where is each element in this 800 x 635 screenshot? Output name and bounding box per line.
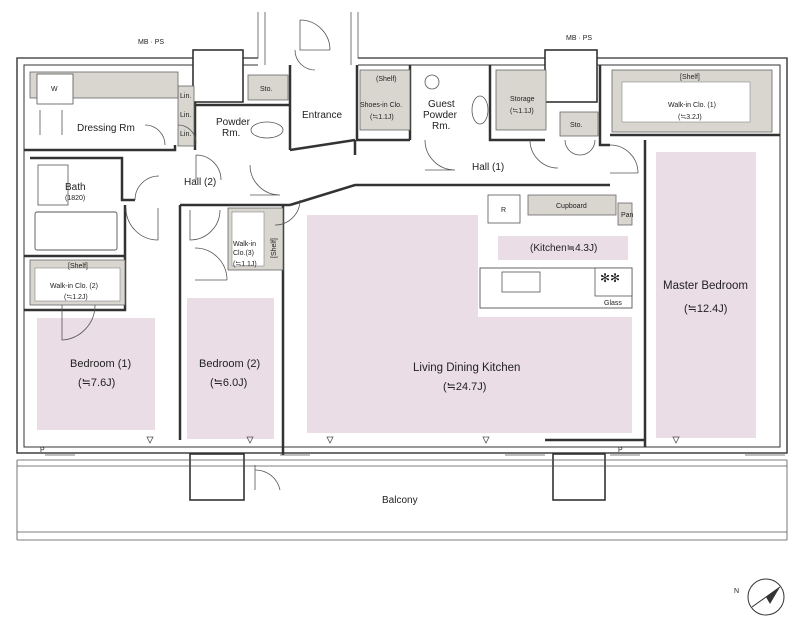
mbps-left-label: MB · PS xyxy=(138,39,164,46)
washer-label: W xyxy=(51,86,58,93)
doors xyxy=(39,19,639,491)
bedroom-1-label-1: Bedroom (1) xyxy=(70,358,131,370)
hall-1-label: Hall (1) xyxy=(472,162,504,173)
room-floors xyxy=(37,152,756,439)
ldk-floor xyxy=(307,215,632,433)
washer-icon xyxy=(36,73,74,105)
pantry xyxy=(617,202,633,226)
fridge xyxy=(487,194,521,224)
mbps-right-label: MB · PS xyxy=(566,35,592,42)
toilet-powder-icon xyxy=(250,121,284,139)
storage-1-label: Sto. xyxy=(260,86,273,93)
cooktop xyxy=(594,267,633,297)
linen-closets xyxy=(177,85,195,147)
wic2-label-1: Walk-in Clo. (2) xyxy=(50,283,98,290)
guest-powder-label-2: Powder xyxy=(423,110,458,121)
ac-markers xyxy=(146,436,680,444)
guest-powder-label-3: Rm. xyxy=(432,121,450,132)
dressing-room-label: Dressing Rm xyxy=(77,123,135,134)
powder-room-label-1: Powder xyxy=(216,117,251,128)
windows xyxy=(16,454,788,541)
bedroom-1-floor xyxy=(37,318,155,430)
stove-burners-icon: ✻✻ xyxy=(600,271,620,285)
columns xyxy=(189,49,606,501)
shower xyxy=(37,164,69,206)
linen-1-label: Lin. xyxy=(180,93,191,100)
sink xyxy=(501,271,541,293)
storage-label-1: Storage xyxy=(510,96,535,103)
labels: MB · PS MB · PS W Dressing Rm Lin. Lin. … xyxy=(40,35,748,595)
shoes-closet-label-1: Shoes-in Clo. xyxy=(360,102,402,109)
basin-guest-icon xyxy=(424,74,440,90)
storage-2-label: Sto. xyxy=(570,122,583,129)
bedroom-2-label-1: Bedroom (2) xyxy=(199,358,260,370)
wic2-label-2: (≒1.2J) xyxy=(64,294,88,301)
kitchen-label: (Kitchen≒4.3J) xyxy=(530,243,597,254)
pipe-space-1-label: P xyxy=(40,447,45,454)
toilet-guest-icon xyxy=(471,95,489,125)
north-compass-icon xyxy=(747,578,785,616)
wic1-shelf-label: [Shelf] xyxy=(680,74,700,81)
linen-3-label: Lin. xyxy=(180,131,191,138)
pantry-label: Pan xyxy=(621,212,634,219)
wic1-label-2: (≒3.2J) xyxy=(678,114,702,121)
kitchen-floor xyxy=(498,236,628,260)
ldk-label-1: Living Dining Kitchen xyxy=(413,362,520,374)
north-label: N xyxy=(734,588,739,595)
wic1-label-1: Walk-in Clo. (1) xyxy=(668,102,716,109)
bath-label-2: (1820) xyxy=(65,195,85,202)
storage-small-2 xyxy=(559,111,599,137)
shoes-shelf-label: (Shelf) xyxy=(376,76,397,83)
wic3-label-3: (≒1.1J) xyxy=(233,261,257,268)
hall-2-label: Hall (2) xyxy=(184,177,216,188)
bath-label-1: Bath xyxy=(65,182,86,193)
wic2-shelf-label: [Shelf] xyxy=(68,263,88,270)
shoes-closet-label-2: (≒1.1J) xyxy=(370,114,394,121)
shoes-closet xyxy=(359,69,411,131)
master-bedroom-label-2: (≒12.4J) xyxy=(684,303,727,315)
wic3-label-2: Clo.(3) xyxy=(233,250,254,257)
cupboard xyxy=(527,194,617,216)
bathtub xyxy=(34,211,118,251)
pipe-space-2-label: P xyxy=(618,447,623,454)
master-bedroom-floor xyxy=(656,152,756,438)
bedroom-1-label-2: (≒7.6J) xyxy=(78,377,115,389)
guest-powder-label-1: Guest xyxy=(428,99,455,110)
powder-room-label-2: Rm. xyxy=(222,128,240,139)
fixtures: ✻✻ xyxy=(29,69,773,309)
storage-closet xyxy=(495,69,547,131)
fridge-label: R xyxy=(501,207,506,214)
wic3-label-1: Walk-in xyxy=(233,241,256,248)
bedroom-2-floor xyxy=(187,298,274,439)
cupboard-label: Cupboard xyxy=(556,203,587,210)
ldk-label-2: (≒24.7J) xyxy=(443,381,486,393)
entrance-label: Entrance xyxy=(302,110,342,121)
master-bedroom-label-1: Master Bedroom xyxy=(663,280,748,292)
glass-label: Glass xyxy=(604,300,622,307)
wic3-shelf-label: [Shelf] xyxy=(271,238,278,258)
balcony-label: Balcony xyxy=(382,495,418,506)
storage-small-1 xyxy=(247,74,289,101)
linen-2-label: Lin. xyxy=(180,112,191,119)
bedroom-2-label-2: (≒6.0J) xyxy=(210,377,247,389)
storage-label-2: (≒1.1J) xyxy=(510,108,534,115)
